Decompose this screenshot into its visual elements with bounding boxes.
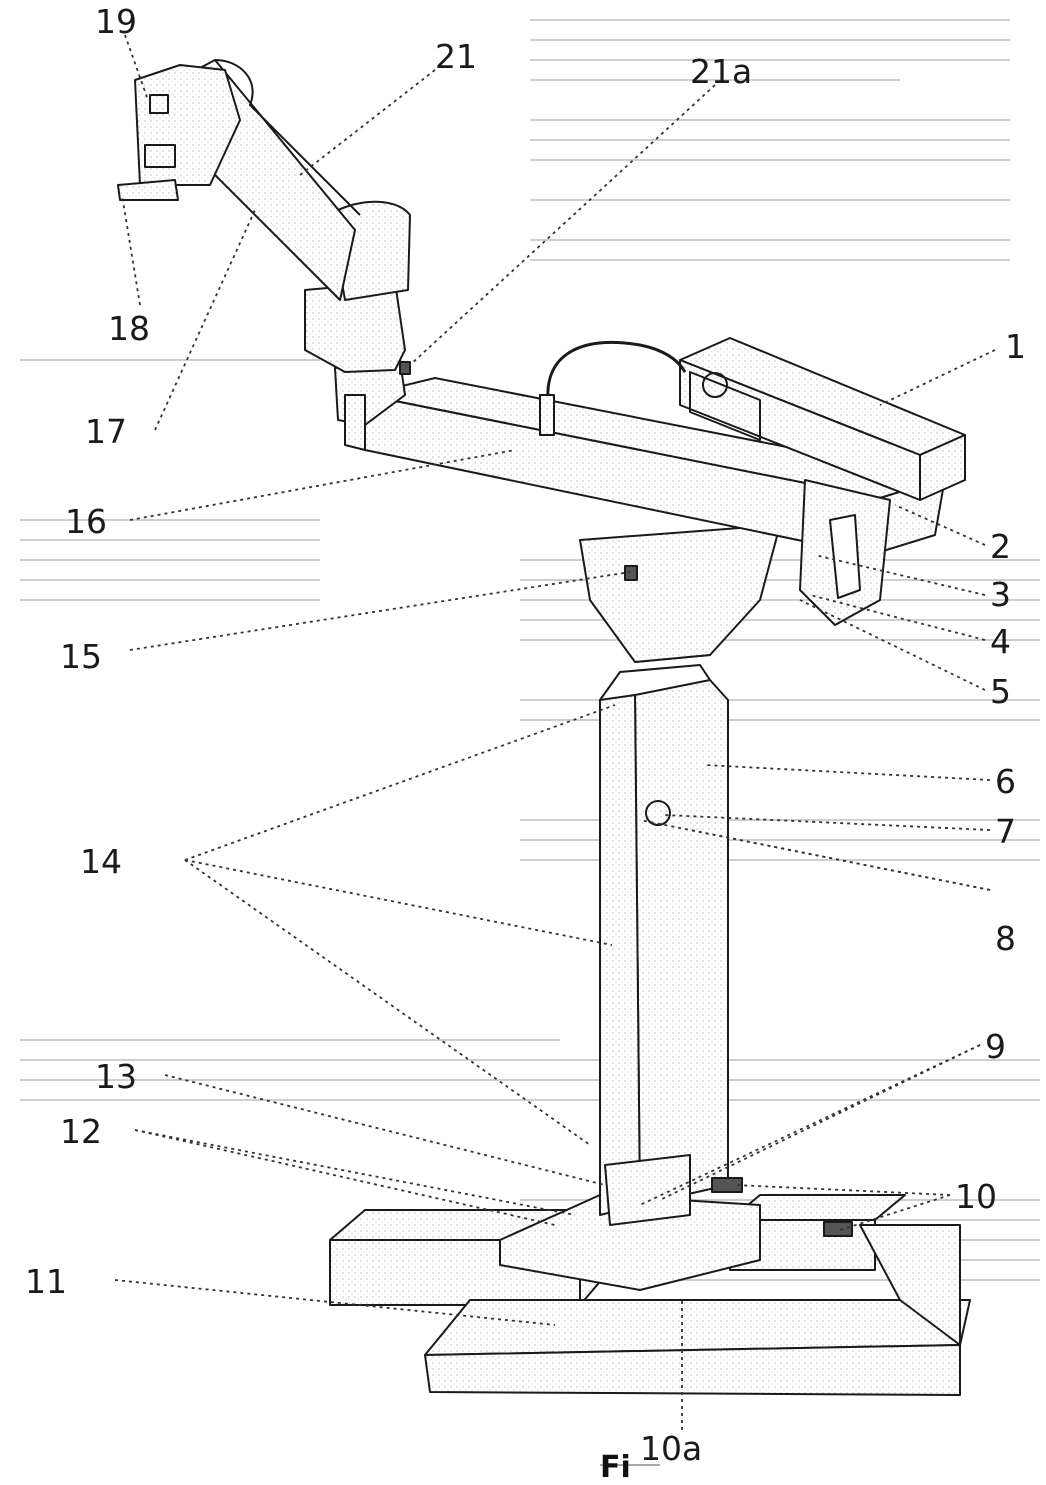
label-7: 7 <box>995 812 1016 851</box>
column-bevel <box>599 664 711 701</box>
lamp-housing-side <box>919 434 966 501</box>
bracket-handle <box>829 514 861 599</box>
leader-lines <box>114 34 996 1430</box>
figure-caption: Fi <box>600 1450 631 1485</box>
label-18: 18 <box>108 309 150 348</box>
power-cable <box>546 340 687 401</box>
label-11: 11 <box>25 1262 67 1301</box>
neck-cone <box>579 524 781 663</box>
label-16: 16 <box>65 502 107 541</box>
label-6: 6 <box>995 762 1016 801</box>
label-1: 1 <box>1005 327 1026 366</box>
label-12: 12 <box>60 1112 102 1151</box>
column-front <box>634 679 729 1206</box>
knob-15 <box>624 565 638 581</box>
head-window <box>149 94 169 114</box>
label-19: 19 <box>95 2 137 41</box>
column-foot <box>604 1154 691 1226</box>
label-17: 17 <box>85 412 127 451</box>
label-10a: 10a <box>640 1429 703 1468</box>
background-text-noise <box>20 19 1040 1281</box>
column-side <box>599 694 641 1216</box>
label-5: 5 <box>990 672 1011 711</box>
apparatus <box>117 59 971 1396</box>
knob-10-lower <box>823 1221 853 1237</box>
label-4: 4 <box>990 622 1011 661</box>
arm-post-foot <box>344 394 366 451</box>
lamp-panel <box>689 371 761 441</box>
label-3: 3 <box>990 575 1011 614</box>
label-2: 2 <box>990 527 1011 566</box>
base-foot-right-long <box>859 1224 961 1346</box>
upper-arm-top <box>214 59 361 216</box>
label-21: 21 <box>435 37 477 76</box>
base-foot-front <box>424 1344 961 1396</box>
head-panel <box>144 144 176 168</box>
knob-7 <box>645 800 671 826</box>
label-9: 9 <box>985 1027 1006 1066</box>
label-10: 10 <box>955 1177 997 1216</box>
cable-plug <box>539 394 555 436</box>
lamp-knob <box>702 372 728 398</box>
knob-10-upper <box>711 1177 743 1193</box>
knob-21a <box>399 361 411 375</box>
label-15: 15 <box>60 637 102 676</box>
label-13: 13 <box>95 1057 137 1096</box>
label-21a: 21a <box>690 52 753 91</box>
label-14: 14 <box>80 842 122 881</box>
label-8: 8 <box>995 919 1016 958</box>
head-handle <box>117 179 179 201</box>
